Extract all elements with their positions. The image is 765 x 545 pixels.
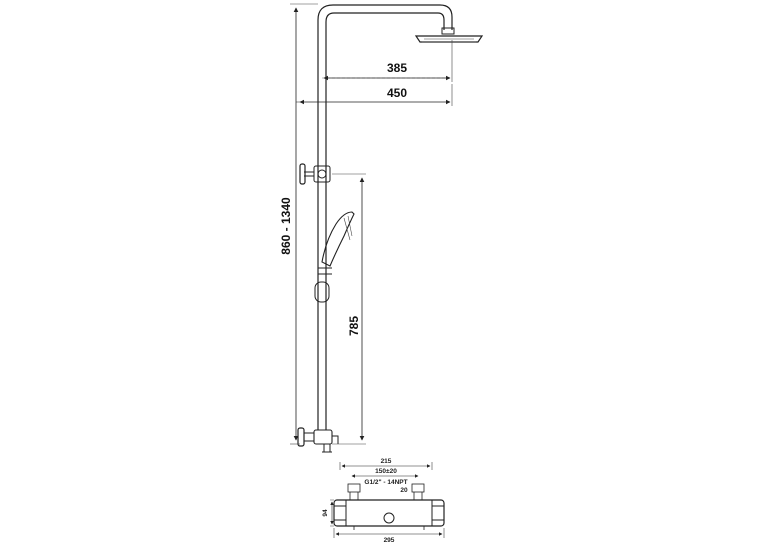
mixer-spacing-label: 150±20 — [375, 468, 397, 475]
dimension-785-label: 785 — [347, 316, 361, 336]
wall-bracket — [299, 163, 331, 185]
mixer-height-label: 94 — [322, 509, 329, 517]
mixer-base-label: 295 — [384, 537, 395, 544]
mixer-depth-label: 20 — [400, 487, 408, 494]
dimension-height-range: 860 - 1340 — [279, 3, 318, 445]
dimension-450: 450 — [296, 84, 453, 106]
mixer-thread-label: G1/2" - 14NPT — [364, 479, 407, 486]
slider-bracket — [314, 281, 330, 303]
dimension-785: 785 — [332, 173, 366, 445]
dimension-385: 385 — [322, 40, 453, 82]
dimension-450-label: 450 — [387, 86, 407, 100]
hand-shower — [318, 211, 355, 275]
shower-column — [317, 4, 453, 430]
mixer-width-label: 215 — [381, 458, 392, 465]
dimension-385-label: 385 — [387, 61, 407, 75]
dimension-height-range-label: 860 - 1340 — [279, 197, 293, 255]
overhead-shower-head — [414, 27, 484, 43]
thermostatic-mixer: 215 150±20 G1/2" - 14NPT 20 94 295 — [322, 458, 445, 544]
bottom-diverter — [297, 427, 339, 453]
